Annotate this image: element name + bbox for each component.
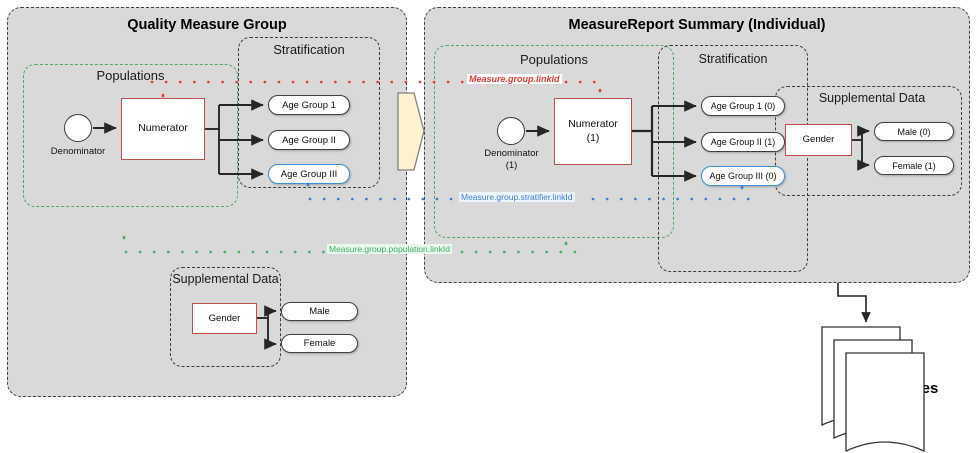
left-populations-title: Populations	[96, 68, 165, 83]
right-denominator-count: (1)	[505, 160, 518, 172]
right-gender-node: Gender	[785, 124, 852, 156]
right-stratification-box	[658, 45, 808, 272]
left-denominator-label: Denominator	[50, 146, 106, 157]
resources-label: Resources	[861, 380, 939, 397]
right-stratification-pill-3: Age Group III (0)	[701, 166, 785, 186]
linkid-population-label: Measure.group.population.linkId	[327, 244, 452, 254]
left-supplemental-pill-female: Female	[281, 334, 358, 353]
right-supplemental-title: Supplemental Data	[818, 91, 926, 105]
left-stratification-pill-1: Age Group 1	[268, 95, 350, 115]
left-denominator-node	[64, 114, 92, 142]
left-supplemental-box	[170, 267, 281, 367]
right-numerator-count: (1)	[586, 131, 600, 144]
right-supplemental-pill-male: Male (0)	[874, 122, 954, 141]
left-stratification-title: Stratification	[273, 42, 345, 57]
left-stratification-pill-2: Age Group II	[268, 130, 350, 150]
left-stratification-pill-3: Age Group III	[268, 164, 350, 184]
right-denominator-node	[497, 117, 525, 145]
left-supplemental-pill-male: Male	[281, 302, 358, 321]
right-stratification-pill-2: Age Group II (1)	[701, 132, 785, 152]
right-supplemental-pill-female: Female (1)	[874, 156, 954, 175]
linkid-stratifier-label: Measure.group.stratifier.linkId	[459, 192, 575, 202]
left-supplemental-title: Supplemental Data	[172, 272, 279, 286]
right-stratification-pill-1: Age Group 1 (0)	[701, 96, 785, 116]
left-gender-node: Gender	[192, 303, 257, 334]
left-panel-title: Quality Measure Group	[127, 17, 287, 33]
right-populations-title: Populations	[520, 52, 588, 67]
right-numerator-node: Numerator (1)	[554, 98, 632, 165]
right-panel-title: MeasureReport Summary (Individual)	[568, 17, 826, 33]
left-populations-box	[23, 64, 238, 207]
left-stratification-box	[238, 37, 380, 188]
resources-arrow	[837, 283, 871, 323]
right-denominator-label: Denominator (1)	[478, 148, 545, 173]
right-denominator-name: Denominator	[484, 148, 539, 159]
left-numerator-node: Numerator	[121, 98, 205, 160]
right-numerator-name: Numerator	[568, 118, 618, 131]
linkid-group-label: Measure.group.linkId	[467, 74, 562, 84]
right-stratification-title: Stratification	[698, 52, 768, 66]
